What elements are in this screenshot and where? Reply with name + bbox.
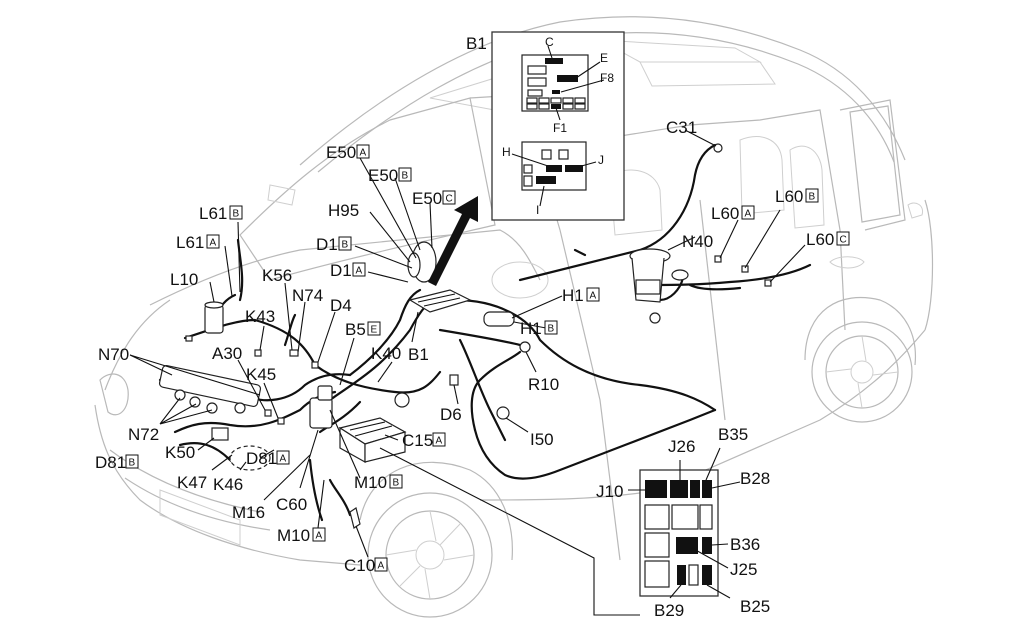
label-r10: R10 bbox=[528, 375, 559, 394]
label-l60-c-suffix: C bbox=[840, 235, 847, 246]
wiring-harness bbox=[158, 143, 812, 522]
label-j10: J10 bbox=[596, 482, 623, 501]
label-l61-a-suffix: A bbox=[210, 238, 217, 249]
label-b29: B29 bbox=[654, 601, 684, 620]
label-k43: K43 bbox=[245, 307, 275, 326]
fuse-label-f8: F8 bbox=[600, 71, 614, 85]
label-b5-e: B5 bbox=[345, 320, 366, 339]
label-e50-c-suffix: C bbox=[446, 194, 453, 205]
label-h1-b-suffix: B bbox=[548, 324, 555, 335]
label-e50-b-suffix: B bbox=[402, 171, 409, 182]
label-n74: N74 bbox=[292, 286, 323, 305]
label-b1-top: B1 bbox=[466, 34, 487, 53]
label-k50: K50 bbox=[165, 443, 195, 462]
label-c10-a: C10 bbox=[344, 556, 375, 575]
fuse-label-c: C bbox=[545, 35, 554, 49]
fuse-label-j: J bbox=[598, 153, 604, 167]
label-b28: B28 bbox=[740, 469, 770, 488]
label-h95: H95 bbox=[328, 201, 359, 220]
label-d1-a: D1 bbox=[330, 261, 352, 280]
car-body-outline bbox=[94, 16, 934, 618]
label-m16: M16 bbox=[232, 503, 265, 522]
label-e50-c: E50 bbox=[412, 189, 442, 208]
label-b1-mid: B1 bbox=[408, 345, 429, 364]
label-l60-b: L60 bbox=[775, 187, 803, 206]
label-d81-b: D81 bbox=[95, 453, 126, 472]
label-n72: N72 bbox=[128, 425, 159, 444]
label-c15-a: C15 bbox=[402, 431, 433, 450]
label-l10: L10 bbox=[170, 270, 198, 289]
label-l60-b-suffix: B bbox=[809, 192, 816, 203]
leader-lines bbox=[129, 129, 806, 558]
label-c60: C60 bbox=[276, 495, 307, 514]
label-k45: K45 bbox=[246, 365, 276, 384]
label-b5-e-suffix: E bbox=[371, 325, 378, 336]
label-d6: D6 bbox=[440, 405, 462, 424]
label-l60-a-suffix: A bbox=[745, 209, 752, 220]
label-k56: K56 bbox=[262, 266, 292, 285]
fuse-label-h: H bbox=[502, 145, 511, 159]
label-k46: K46 bbox=[213, 475, 243, 494]
label-l61-b: L61 bbox=[199, 204, 227, 223]
label-d81-a-suffix: A bbox=[280, 454, 287, 465]
label-c31: C31 bbox=[666, 118, 697, 137]
label-m10-a-suffix: A bbox=[316, 531, 323, 542]
label-c10-a-suffix: A bbox=[378, 561, 385, 572]
label-i50: I50 bbox=[530, 430, 554, 449]
label-k47: K47 bbox=[177, 473, 207, 492]
label-d81-b-suffix: B bbox=[129, 458, 136, 469]
label-d81-a: D81 bbox=[246, 449, 277, 468]
fuse-label-e: E bbox=[600, 51, 608, 65]
label-h1-a-suffix: A bbox=[590, 291, 597, 302]
label-m10-b: M10 bbox=[354, 473, 387, 492]
label-h1-b: H1 bbox=[520, 319, 542, 338]
label-d4: D4 bbox=[330, 296, 352, 315]
label-h1-a: H1 bbox=[562, 286, 584, 305]
label-l61-a: L61 bbox=[176, 233, 204, 252]
label-b35: B35 bbox=[718, 425, 748, 444]
label-j26: J26 bbox=[668, 437, 695, 456]
label-d1-a-suffix: A bbox=[356, 266, 363, 277]
label-e50-a-suffix: A bbox=[360, 148, 367, 159]
label-l60-a: L60 bbox=[711, 204, 739, 223]
label-b25: B25 bbox=[740, 597, 770, 616]
pointer-arrow bbox=[428, 196, 478, 286]
label-d1-b: D1 bbox=[316, 235, 338, 254]
label-b36: B36 bbox=[730, 535, 760, 554]
label-k40: K40 bbox=[371, 344, 401, 363]
fusebox-top-inset: C E F8 F1 H J I bbox=[491, 31, 625, 221]
label-j25: J25 bbox=[730, 560, 757, 579]
fuse-label-i: I bbox=[536, 203, 539, 217]
label-m10-b-suffix: B bbox=[393, 478, 400, 489]
component-labels: B1 C31 E50 A E50 B E50 C H95 D1 B D1 A L… bbox=[95, 34, 850, 620]
label-e50-b: E50 bbox=[368, 166, 398, 185]
label-c15-a-suffix: A bbox=[436, 436, 443, 447]
label-l60-c: L60 bbox=[806, 230, 834, 249]
label-n40: N40 bbox=[682, 232, 713, 251]
components bbox=[158, 143, 772, 529]
label-l61-b-suffix: B bbox=[233, 209, 240, 220]
label-n70: N70 bbox=[98, 345, 129, 364]
label-m10-a: M10 bbox=[277, 526, 310, 545]
fusebox-bottom-inset bbox=[379, 447, 741, 616]
label-e50-a: E50 bbox=[326, 143, 356, 162]
fuse-label-f1: F1 bbox=[553, 121, 567, 135]
label-d1-b-suffix: B bbox=[342, 240, 349, 251]
label-a30: A30 bbox=[212, 344, 242, 363]
